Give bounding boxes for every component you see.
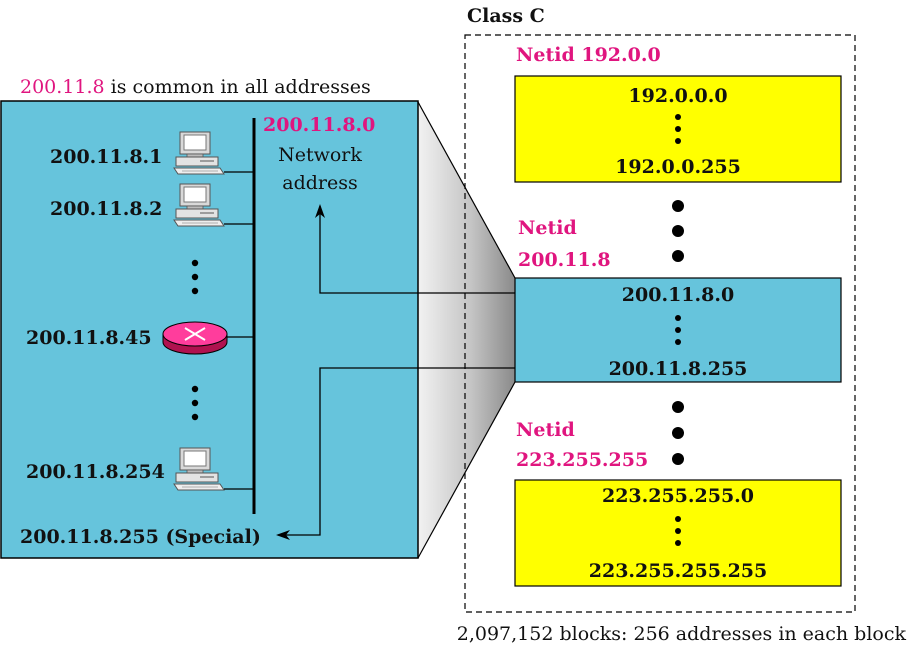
class-c-container bbox=[464, 34, 856, 613]
ellipsis-dots bbox=[672, 401, 684, 465]
host-address-1: 200.11.8.1 bbox=[50, 146, 162, 168]
host-address-2: 200.11.8.2 bbox=[50, 198, 162, 220]
ellipsis-dots bbox=[672, 200, 684, 262]
block-first-address: 223.255.255.0 bbox=[602, 485, 754, 507]
class-title: Class C bbox=[467, 5, 545, 27]
zoom-projection bbox=[418, 102, 515, 558]
host-address-4: 200.11.8.254 bbox=[26, 461, 165, 483]
blocks-footer-caption: 2,097,152 blocks: 256 addresses in each … bbox=[457, 623, 907, 645]
special-address: 200.11.8.255 (Special) bbox=[20, 526, 261, 548]
ellipsis-dots bbox=[191, 385, 199, 421]
block-netid-label: Netid bbox=[516, 419, 575, 441]
ellipsis-dots bbox=[675, 516, 681, 546]
block-netid-label: Netid bbox=[518, 217, 577, 239]
network-label-line2: address bbox=[282, 172, 357, 194]
common-prefix-caption: 200.11.8 is common in all addresses bbox=[20, 76, 371, 98]
broadcast-address-arrow bbox=[276, 367, 600, 540]
block-netid-label: Netid 192.0.0 bbox=[516, 44, 661, 66]
block-last-address: 200.11.8.255 bbox=[609, 358, 748, 380]
block-netid-value: 223.255.255 bbox=[516, 449, 648, 471]
ellipsis-dots bbox=[675, 315, 681, 345]
network-address-value: 200.11.8.0 bbox=[263, 114, 375, 136]
block-first-address: 192.0.0.0 bbox=[628, 85, 727, 107]
ellipsis-dots bbox=[191, 259, 199, 295]
network-label-line1: Network bbox=[278, 144, 362, 166]
block-netid-value: 200.11.8 bbox=[518, 249, 611, 271]
ellipsis-dots bbox=[675, 114, 681, 144]
router-icon bbox=[162, 321, 228, 355]
block-last-address: 192.0.0.255 bbox=[615, 156, 741, 178]
host-address-3: 200.11.8.45 bbox=[26, 327, 152, 349]
block-last-address: 223.255.255.255 bbox=[589, 560, 768, 582]
block-first-address: 200.11.8.0 bbox=[622, 284, 734, 306]
